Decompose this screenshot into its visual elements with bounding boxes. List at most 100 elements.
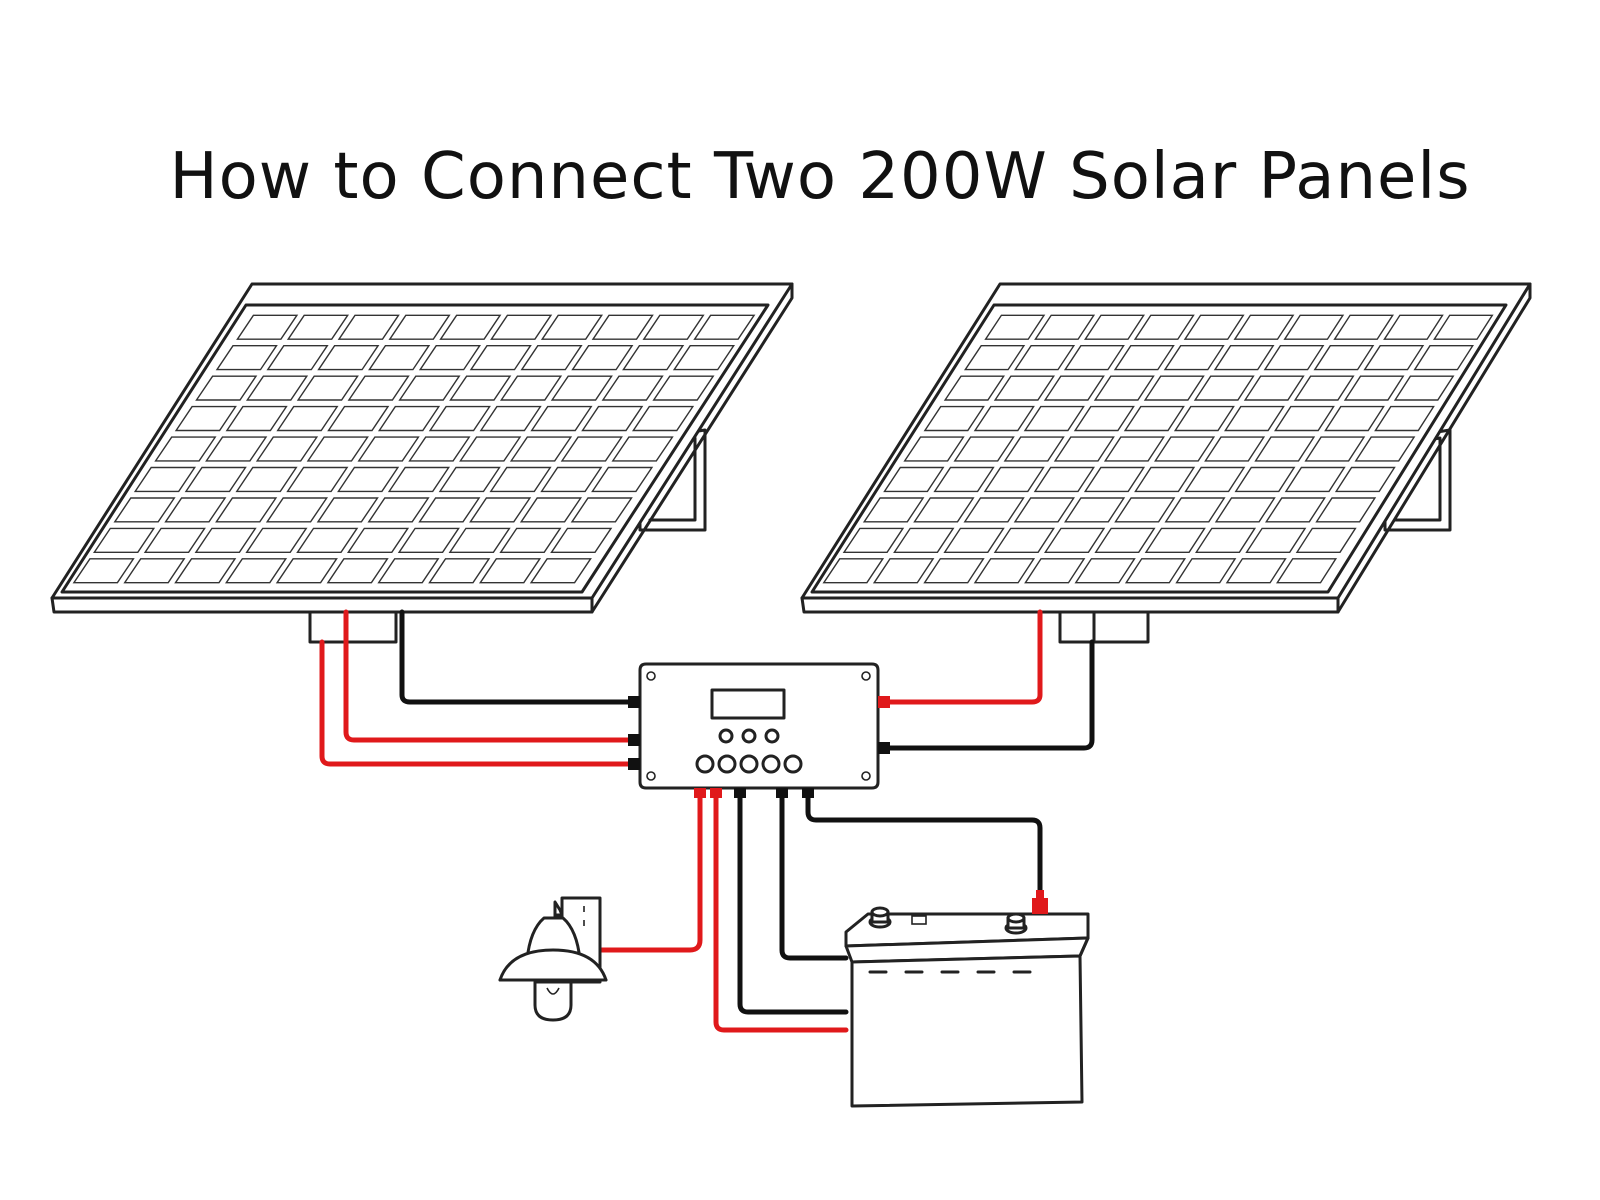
solar-cell <box>1324 405 1385 432</box>
battery-terminal-positive <box>1004 912 1028 935</box>
solar-cell <box>570 497 633 523</box>
panel-cells-right <box>822 314 1494 584</box>
terminal-bottom-1 <box>694 788 706 798</box>
solar-cell <box>459 436 522 462</box>
solar-cell <box>631 405 695 432</box>
solar-cell <box>953 436 1015 462</box>
solar-cell <box>367 497 430 523</box>
solar-cell <box>398 375 461 401</box>
solar-cell <box>113 497 176 523</box>
solar-cell <box>1133 314 1195 340</box>
solar-cell <box>1234 466 1296 493</box>
terminal-right-positive <box>878 696 890 708</box>
terminal-bottom-4 <box>776 788 788 798</box>
solar-panel-right <box>800 282 1532 644</box>
solar-cell <box>1334 466 1396 493</box>
solar-cell <box>1023 405 1085 432</box>
solar-cell <box>520 345 583 371</box>
solar-cell <box>195 375 258 401</box>
terminal-left-3 <box>628 758 640 770</box>
controller-buttons-top <box>718 728 780 744</box>
solar-cell <box>913 497 975 523</box>
solar-cell <box>923 405 985 432</box>
solar-cell <box>255 436 319 462</box>
solar-cell <box>1315 497 1377 523</box>
solar-cell <box>1124 558 1187 584</box>
solar-cell <box>418 345 482 371</box>
lamp-icon <box>498 896 608 1022</box>
terminal-left-2 <box>628 734 640 746</box>
solar-cell <box>1083 466 1146 493</box>
solar-cell <box>652 375 715 401</box>
solar-cell <box>1134 466 1196 493</box>
solar-cell <box>499 527 562 553</box>
solar-cell <box>327 405 390 432</box>
solar-cell <box>469 345 532 371</box>
solar-cell <box>296 375 359 401</box>
solar-cell <box>540 466 603 493</box>
solar-cell <box>1195 527 1257 553</box>
solar-cell <box>550 527 613 553</box>
solar-cell <box>337 314 400 340</box>
solar-cell <box>1245 527 1307 553</box>
solar-cell <box>1204 436 1266 462</box>
solar-cell <box>1193 375 1255 401</box>
solar-cell <box>133 466 197 493</box>
solar-cell <box>1175 558 1237 584</box>
solar-cell <box>560 436 623 462</box>
solar-cell <box>1283 314 1345 340</box>
solar-cell <box>1073 405 1135 432</box>
solar-cell <box>1225 558 1287 584</box>
solar-cell <box>601 375 664 401</box>
solar-cell <box>672 345 736 371</box>
solar-cell <box>571 345 634 371</box>
solar-cell <box>1114 497 1176 523</box>
junction-box-left <box>308 610 398 644</box>
solar-cell <box>1043 375 1105 401</box>
solar-cell <box>822 558 885 584</box>
solar-cell <box>448 527 511 553</box>
solar-cell <box>72 558 135 584</box>
solar-cell <box>1383 314 1444 340</box>
solar-cell <box>266 345 329 371</box>
solar-cell <box>1333 314 1394 340</box>
page-title: How to Connect Two 200W Solar Panels <box>169 140 1471 214</box>
solar-cell <box>438 466 501 493</box>
solar-cell <box>316 497 379 523</box>
wire-left-positive-b <box>319 639 635 767</box>
solar-cell <box>1094 527 1156 553</box>
solar-cell <box>581 405 644 432</box>
wire-right-negative <box>877 639 1095 751</box>
solar-cell <box>215 345 278 371</box>
solar-cell <box>983 466 1045 493</box>
solar-cell <box>387 466 451 493</box>
solar-cell <box>883 466 945 493</box>
solar-cell <box>286 466 349 493</box>
terminal-right-negative <box>878 742 890 754</box>
solar-cell <box>296 527 359 553</box>
solar-cell <box>1033 466 1095 493</box>
solar-cell <box>1413 345 1474 371</box>
wire-battery-positive-a <box>713 792 849 1033</box>
solar-cell <box>1123 405 1185 432</box>
solar-cell <box>428 405 491 432</box>
solar-cell <box>530 405 593 432</box>
solar-cell <box>1284 466 1346 493</box>
solar-cell <box>1053 436 1115 462</box>
solar-cell <box>903 436 965 462</box>
solar-cell <box>1254 436 1316 462</box>
solar-cell <box>368 345 431 371</box>
solar-cell <box>1265 497 1326 523</box>
solar-cell <box>123 558 186 584</box>
solar-cell <box>611 436 674 462</box>
solar-cell <box>1093 375 1155 401</box>
junction-box-right <box>1058 610 1150 644</box>
wires <box>319 609 1095 1033</box>
solar-cell <box>428 558 491 584</box>
wire-lamp-positive <box>595 792 703 953</box>
solar-cell <box>1433 314 1494 340</box>
solar-cell <box>184 466 247 493</box>
solar-cell <box>1144 527 1206 553</box>
solar-cell <box>346 527 410 553</box>
